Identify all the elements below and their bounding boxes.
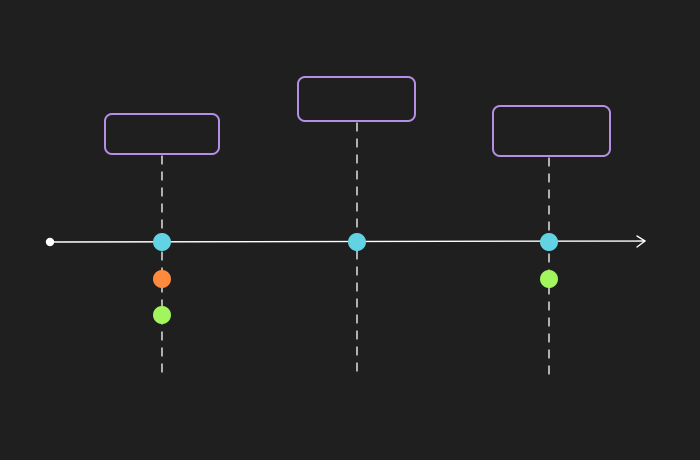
timeline-end-arrow-icon: [636, 235, 646, 248]
event-box-1: [104, 113, 220, 155]
event-1-sub-marker-2: [153, 306, 171, 324]
event-axis-marker-1: [153, 233, 171, 251]
event-axis-marker-3: [540, 233, 558, 251]
event-axis-marker-2: [348, 233, 366, 251]
event-stems: [161, 122, 550, 377]
event-markers: [153, 233, 558, 324]
timeline-start-dot: [45, 237, 55, 247]
event-boxes: [104, 76, 611, 157]
event-1-sub-marker-1: [153, 270, 171, 288]
event-box-2: [297, 76, 416, 122]
event-3-sub-marker-1: [540, 270, 558, 288]
event-box-3: [492, 105, 611, 157]
